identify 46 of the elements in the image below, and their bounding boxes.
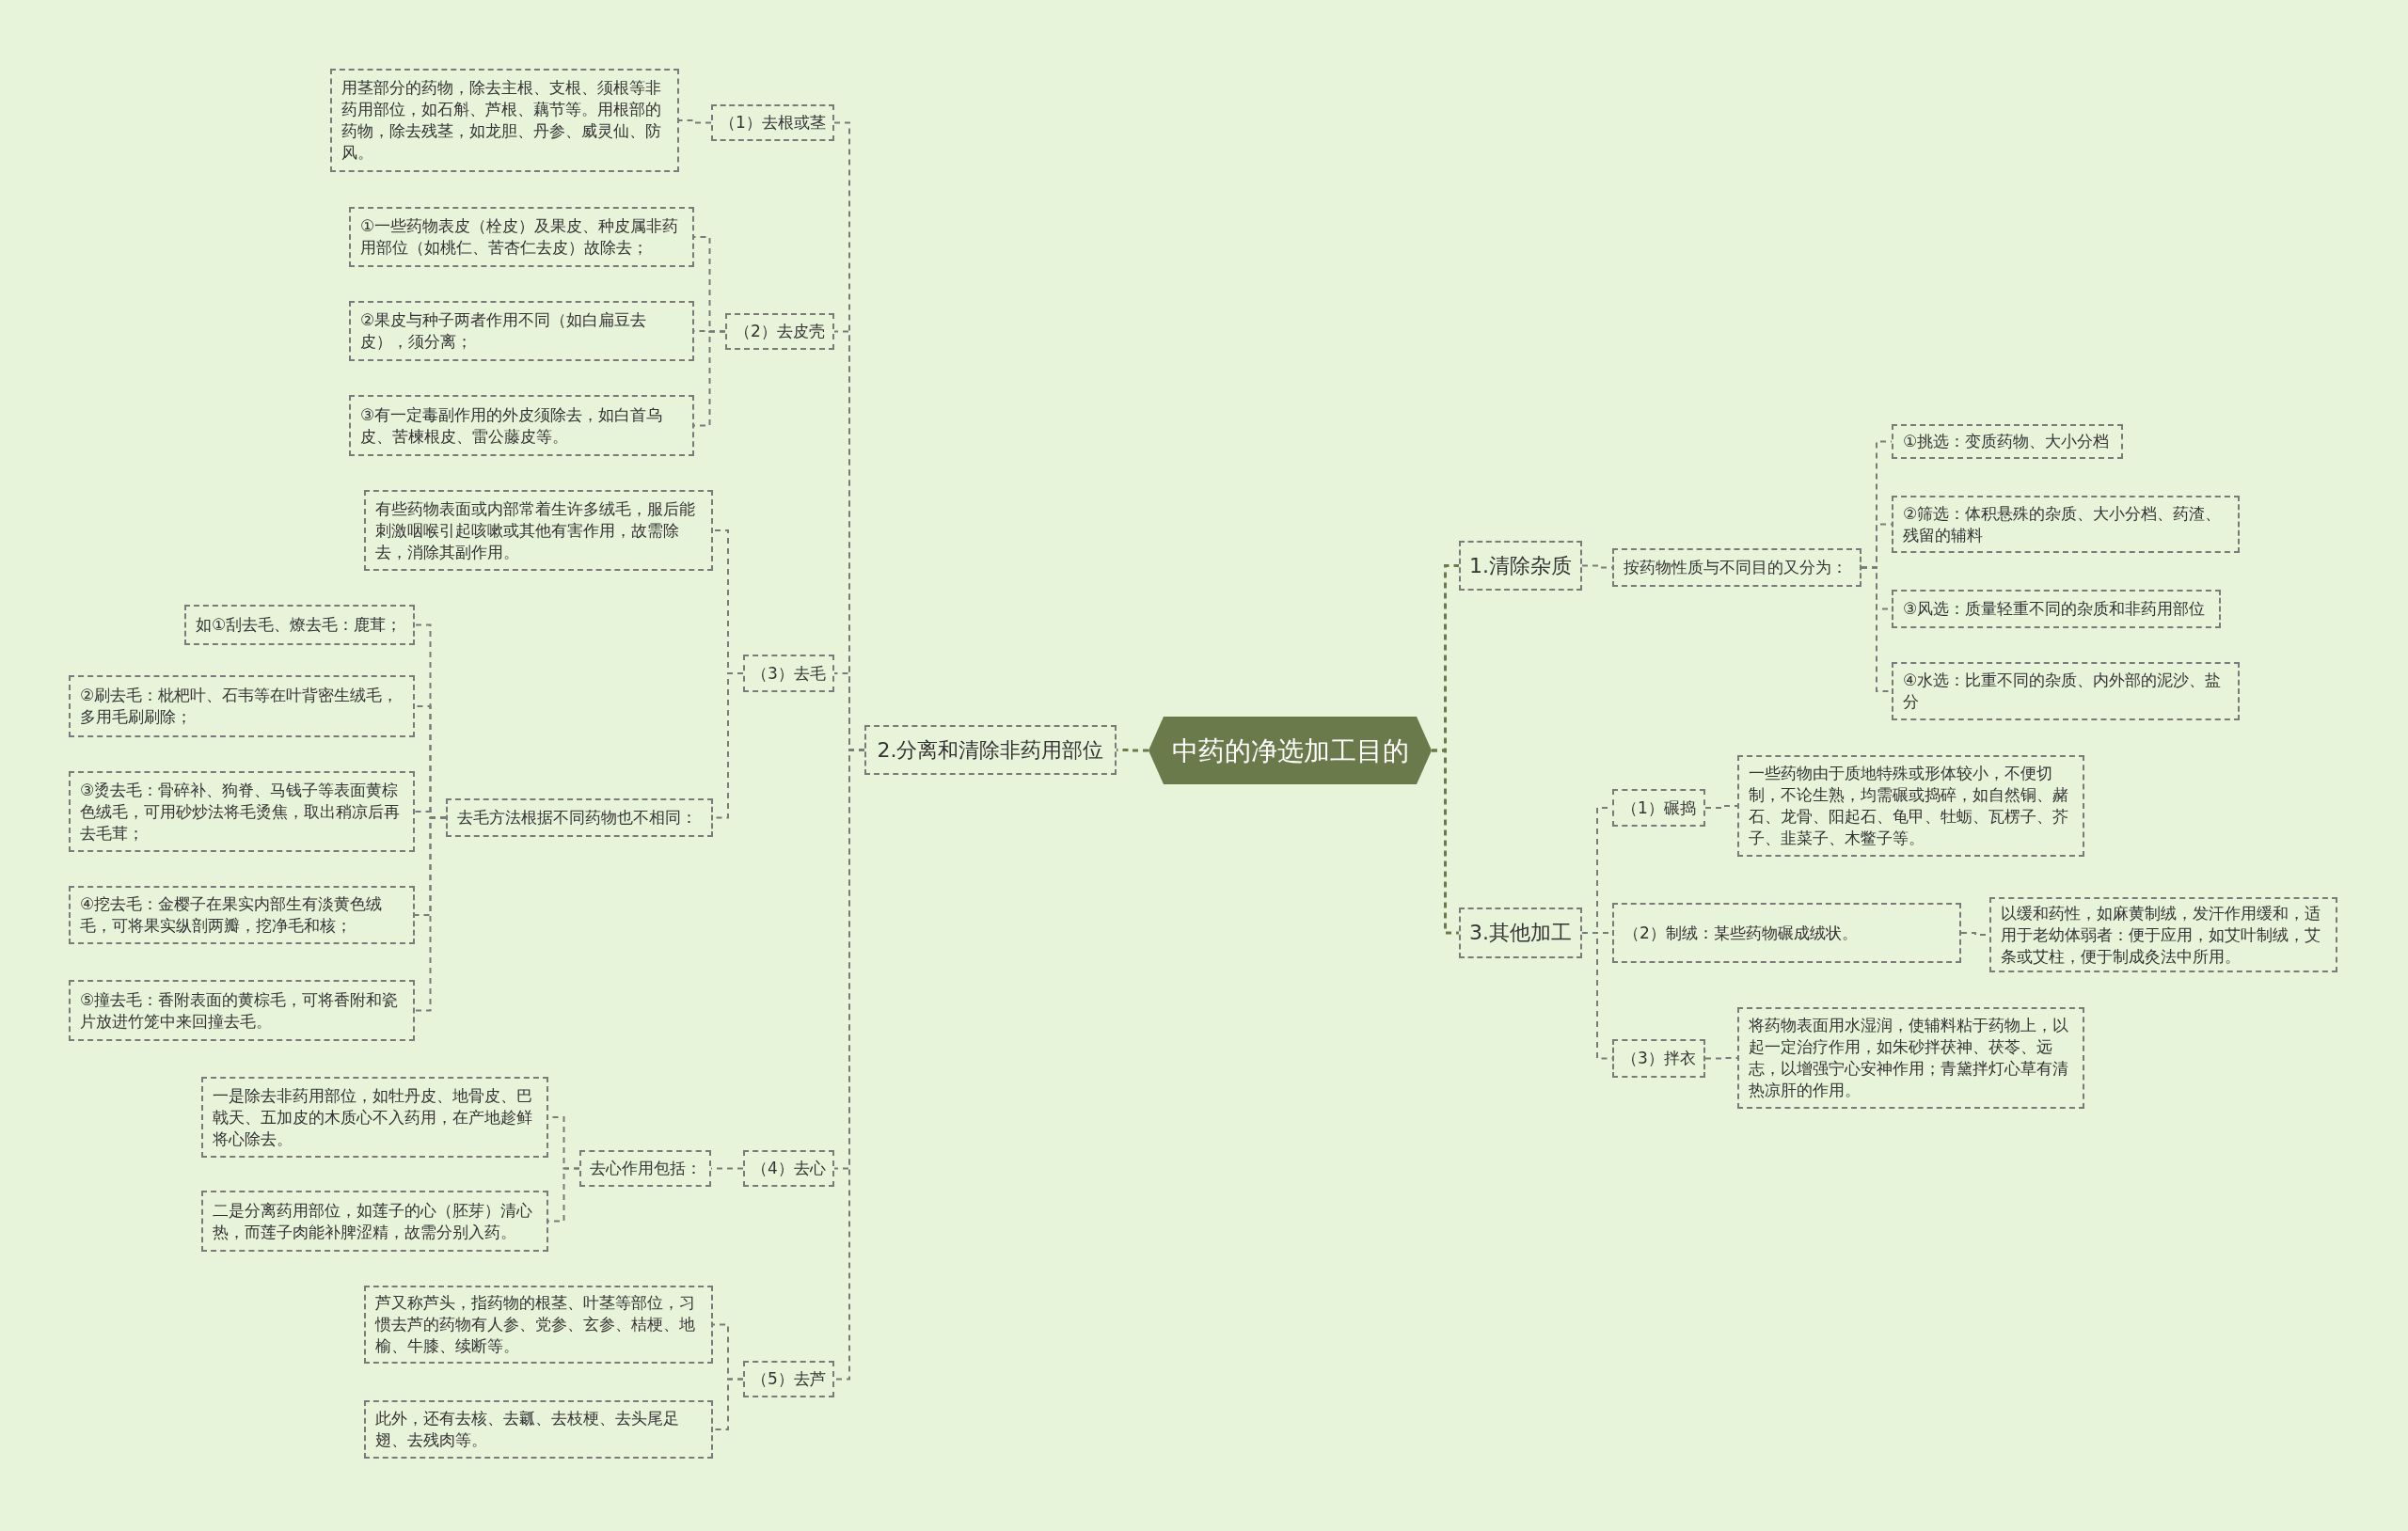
topic-box: 将药物表面用水湿润，使辅料粘于药物上，以起一定治疗作用，如朱砂拌茯神、茯苓、远志，以增强宁心安神作用；青黛拌灯心草有清热凉肝的作用。 bbox=[1737, 1007, 2084, 1109]
topic-box: ③有一定毒副作用的外皮须除去，如白首乌皮、苦楝根皮、雷公藤皮等。 bbox=[349, 395, 694, 456]
topic-box: 此外，还有去核、去瓤、去枝梗、去头尾足翅、去残肉等。 bbox=[364, 1400, 713, 1459]
topic-box: ②刷去毛：枇杷叶、石韦等在叶背密生绒毛，多用毛刷刷除； bbox=[69, 675, 415, 737]
topic-box: ①挑选：变质药物、大小分档 bbox=[1892, 424, 2123, 459]
topic-box: （2）去皮壳 bbox=[725, 313, 834, 350]
connector-line bbox=[1704, 805, 1738, 809]
connector-line bbox=[678, 119, 712, 124]
topic-box: 二是分离药用部位，如莲子的心（胚芽）清心热，而莲子肉能补脾涩精，故需分别入药。 bbox=[201, 1191, 548, 1252]
topic-box: （3）拌衣 bbox=[1612, 1039, 1705, 1078]
connector-line bbox=[414, 816, 447, 1012]
topic-box: 有些药物表面或内部常着生许多绒毛，服后能刺激咽喉引起咳嗽或其他有害作用，故需除去，消除其副作用。 bbox=[364, 490, 713, 571]
connector-line bbox=[693, 330, 726, 427]
topic-box: （1）去根或茎 bbox=[711, 104, 834, 141]
topic-box: ③烫去毛：骨碎补、狗脊、马钱子等表面黄棕色绒毛，可用砂炒法将毛烫焦，取出稍凉后再去毛茸； bbox=[69, 771, 415, 852]
topic-box: 去毛方法根据不同药物也不相同： bbox=[446, 798, 713, 837]
topic-box: 如①刮去毛、燎去毛：鹿茸； bbox=[184, 605, 415, 645]
topic-box: ④挖去毛：金樱子在果实内部生有淡黄色绒毛，可将果实纵剖两瓣，挖净毛和核； bbox=[69, 886, 415, 944]
topic-box: 一是除去非药用部位，如牡丹皮、地骨皮、巴戟天、五加皮的木质心不入药用，在产地趁鲜将心除去。 bbox=[201, 1077, 548, 1158]
branch-box: 1.清除杂质 bbox=[1459, 541, 1582, 591]
topic-box: 一些药物由于质地特殊或形体较小，不便切制，不论生熟，均需碾或捣碎，如自然铜、赭石、龙骨、阳起石、龟甲、牡蛎、瓦楞子、芥子、韭菜子、木鳖子等。 bbox=[1737, 755, 2084, 857]
branch-box: 2.分离和清除非药用部位 bbox=[864, 725, 1117, 775]
topic-box: 用茎部分的药物，除去主根、支根、须根等非药用部位，如石斛、芦根、藕节等。用根部的药物，除去残茎，如龙胆、丹参、威灵仙、防风。 bbox=[330, 69, 679, 172]
topic-box: （3）去毛 bbox=[743, 655, 834, 692]
topic-box: 以缓和药性，如麻黄制绒，发汗作用缓和，适用于老幼体弱者：便于应用，如艾叶制绒，艾条或艾柱，便于制成灸法中所用。 bbox=[1989, 897, 2337, 972]
topic-box: ④水选：比重不同的杂质、内外部的泥沙、盐分 bbox=[1892, 662, 2240, 720]
topic-box: （1）碾捣 bbox=[1612, 789, 1705, 827]
topic-box: 按药物性质与不同目的又分为： bbox=[1612, 548, 1861, 587]
topic-box: ①一些药物表皮（栓皮）及果皮、种皮属非药用部位（如桃仁、苦杏仁去皮）故除去； bbox=[349, 207, 694, 267]
topic-hexagon: 中药的净选加工目的 bbox=[1149, 717, 1432, 784]
connector-line bbox=[1581, 564, 1613, 569]
connector-line bbox=[1117, 749, 1149, 752]
topic-box: ②筛选：体积悬殊的杂质、大小分档、药渣、残留的辅料 bbox=[1892, 496, 2240, 553]
topic-box: 去心作用包括： bbox=[579, 1150, 711, 1187]
topic-box: ③风选：质量轻重不同的杂质和非药用部位 bbox=[1892, 590, 2221, 628]
connector-line bbox=[1432, 749, 1459, 935]
branch-box: 3.其他加工 bbox=[1459, 908, 1582, 958]
topic-box: ②果皮与种子两者作用不同（如白扁豆去皮），须分离； bbox=[349, 301, 694, 361]
topic-box: 芦又称芦头，指药物的根茎、叶茎等部位，习惯去芦的药物有人参、党参、玄参、桔梗、地榆、牛膝、续断等。 bbox=[364, 1286, 713, 1364]
connector-line bbox=[547, 1167, 580, 1223]
topic-box: （5）去芦 bbox=[743, 1361, 834, 1397]
connector-line bbox=[1704, 1057, 1738, 1060]
topic-box: （4）去心 bbox=[743, 1150, 834, 1187]
topic-box: ⑤撞去毛：香附表面的黄棕毛，可将香附和瓷片放进竹笼中来回撞去毛。 bbox=[69, 980, 415, 1041]
topic-box: （2）制绒：某些药物碾成绒状。 bbox=[1612, 903, 1961, 963]
connector-line bbox=[710, 1167, 744, 1170]
